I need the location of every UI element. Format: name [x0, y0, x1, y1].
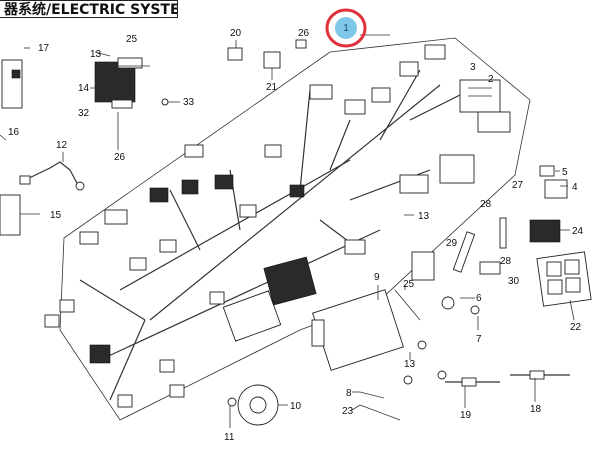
callout-14[interactable]: 14 — [78, 83, 90, 94]
callout-13a[interactable]: 13 — [90, 49, 102, 60]
callout-30[interactable]: 30 — [508, 276, 520, 287]
callout-16[interactable]: 16 — [8, 127, 20, 138]
part-4 — [544, 179, 568, 199]
highlight-ring[interactable] — [325, 8, 367, 48]
callout-18[interactable]: 18 — [530, 404, 542, 415]
ecu-9 — [311, 289, 404, 371]
callout-32[interactable]: 32 — [78, 108, 90, 119]
callout-25b[interactable]: 25 — [403, 279, 415, 290]
part-29 — [452, 231, 476, 273]
harness-ecu-connector — [263, 256, 317, 306]
callout-20[interactable]: 20 — [230, 28, 242, 39]
callout-27[interactable]: 27 — [512, 180, 524, 191]
sensor-12 — [24, 161, 79, 186]
harness-trunk — [149, 84, 441, 321]
part-24 — [529, 219, 561, 243]
part-30 — [479, 261, 501, 275]
callout-5[interactable]: 5 — [562, 167, 568, 178]
module-15 — [0, 194, 21, 236]
callout-4[interactable]: 4 — [572, 182, 578, 193]
callout-13b[interactable]: 13 — [418, 211, 430, 222]
callout-6[interactable]: 6 — [476, 293, 482, 304]
callout-7[interactable]: 7 — [476, 334, 482, 345]
callout-23[interactable]: 23 — [342, 406, 354, 417]
badge-label: 1 — [343, 23, 349, 34]
part-33 — [161, 98, 169, 106]
callout-17[interactable]: 17 — [38, 43, 50, 54]
callout-26b[interactable]: 26 — [298, 28, 310, 39]
harness-fuse-box — [222, 290, 282, 342]
callout-25a[interactable]: 25 — [126, 34, 138, 45]
part-22-plate — [536, 251, 592, 307]
callout-9[interactable]: 9 — [374, 272, 380, 283]
callout-3[interactable]: 3 — [470, 62, 476, 73]
part-28-right — [499, 217, 507, 249]
harness-outline — [59, 37, 531, 421]
part-26-top — [295, 39, 307, 49]
horn-10 — [237, 384, 279, 426]
callout-24[interactable]: 24 — [572, 226, 584, 237]
part-5 — [539, 165, 555, 177]
fuse-box-3 — [459, 79, 511, 133]
part-20 — [227, 47, 243, 61]
callout-12[interactable]: 12 — [56, 140, 68, 151]
callout-26a[interactable]: 26 — [114, 152, 126, 163]
callout-19[interactable]: 19 — [460, 410, 472, 421]
callout-8[interactable]: 8 — [346, 388, 352, 399]
callout-13c[interactable]: 13 — [404, 359, 416, 370]
callout-29[interactable]: 29 — [446, 238, 458, 249]
callout-2[interactable]: 2 — [488, 74, 494, 85]
bracket-17 — [1, 59, 23, 109]
callout-22[interactable]: 22 — [570, 322, 582, 333]
callout-10[interactable]: 10 — [290, 401, 302, 412]
callouts — [20, 34, 575, 428]
part-16 — [0, 134, 7, 141]
page-title: 器系统/ELECTRIC SYSTEM — [0, 0, 178, 18]
callout-15[interactable]: 15 — [50, 210, 62, 221]
sensor-6 — [411, 251, 435, 281]
callout-33[interactable]: 33 — [183, 97, 195, 108]
badge-part-1[interactable] — [335, 17, 357, 39]
callout-28a[interactable]: 28 — [480, 199, 492, 210]
callout-21[interactable]: 21 — [266, 82, 278, 93]
callout-28b[interactable]: 28 — [500, 256, 512, 267]
part-21 — [263, 51, 281, 69]
regulator-14 — [94, 57, 143, 109]
part-25-rod — [394, 289, 421, 321]
callout-11[interactable]: 11 — [224, 432, 235, 443]
harness-connectors — [44, 44, 475, 408]
